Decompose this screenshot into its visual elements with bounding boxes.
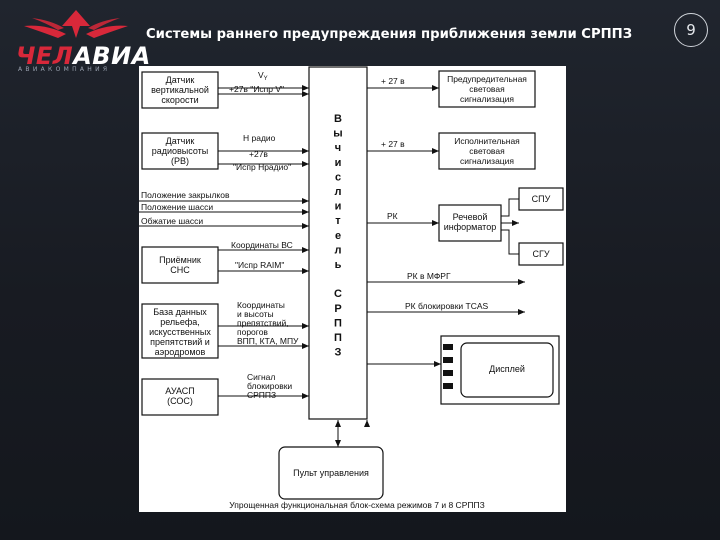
central-letter: и (335, 157, 342, 169)
bdr-label-2: рельефа, (160, 317, 200, 327)
display-frame (440, 335, 560, 405)
central-letter: С (334, 288, 342, 300)
bdr-label-4: препятствий и (150, 337, 210, 347)
signal-block-1: Сигнал (247, 372, 275, 382)
block-diagram-svg: Датчик вертикальной скорости Датчик ради… (139, 66, 564, 510)
company-logo: ЧЕЛАВИА АВИАКОМПАНИЯ (6, 4, 150, 73)
central-letter: и (335, 201, 342, 213)
signal-coords-3: препятствий, (237, 318, 289, 328)
signal-rk-mfpi: РК в МФРГ (407, 271, 451, 281)
signal-ispr-h: "Испр Нрадио" (233, 162, 291, 172)
warn-light-label-1: Предупредительная (447, 74, 527, 84)
logo-word-part1: ЧЕЛ (16, 42, 74, 70)
central-letter: т (335, 215, 341, 227)
wings-emblem-icon (24, 10, 128, 38)
central-letter: л (335, 244, 342, 256)
signal-rk-tcas: РК блокировки TCAS (405, 301, 489, 311)
signal-gear-compress: Обжатие шасси (141, 216, 203, 226)
warn-light-label-2: световая (469, 84, 505, 94)
bdr-label-5: аэродромов (155, 347, 206, 357)
block-diagram: Датчик вертикальной скорости Датчик ради… (139, 66, 566, 512)
warn-light-label-3: сигнализация (460, 94, 514, 104)
aual-label-2: (СОС) (167, 396, 193, 406)
sns-label-1: Приёмник (159, 255, 201, 265)
signal-coords-1: Координаты (237, 300, 285, 310)
rv-label-3: (РВ) (171, 156, 189, 166)
signal-gear: Положение шасси (141, 202, 213, 212)
sns-receiver-block (141, 246, 219, 284)
rv-label-1: Датчик (166, 136, 195, 146)
exec-light-label-3: сигнализация (460, 156, 514, 166)
vvs-label-1: Датчик (166, 75, 195, 85)
warning-light-block (438, 70, 536, 108)
exec-light-label-1: Исполнительная (454, 136, 520, 146)
terrain-db-block (141, 303, 219, 359)
aual-label-1: АУАСП (165, 386, 195, 396)
spu-label: СПУ (532, 194, 551, 204)
signal-block-3: СРППЗ (247, 390, 276, 400)
central-letter: П (334, 317, 342, 329)
page-number: 9 (674, 13, 708, 47)
central-letter: ы (333, 128, 342, 140)
control-panel-label: Пульт управления (293, 468, 369, 478)
signal-p27-mid: + 27 в (381, 139, 405, 149)
signal-p27-top: + 27 в (381, 76, 405, 86)
diagram-caption: Упрощенная функциональная блок-схема реж… (229, 500, 484, 510)
signal-rk: РК (387, 211, 398, 221)
signal-vy: VY (258, 70, 268, 82)
central-letter: л (335, 186, 342, 198)
signal-ispr-raim: "Испр RAIM" (235, 260, 284, 270)
central-letter: Р (334, 303, 341, 315)
central-letter: П (334, 332, 342, 344)
signal-plus27v: +27в (249, 149, 268, 159)
signal-ispr-vy: +27в "Испр V" (229, 84, 284, 94)
display-label: Дисплей (489, 364, 525, 374)
logo-wordmark: ЧЕЛАВИА (16, 42, 151, 70)
speech-label-1: Речевой (453, 212, 488, 222)
central-letter: ь (335, 259, 342, 271)
central-computer-block (308, 66, 368, 420)
signal-coords-5: ВПП, КТА, МПУ (237, 336, 299, 346)
vvs-label-2: вертикальной (151, 85, 209, 95)
display-screen (460, 342, 554, 398)
bdr-label-3: искусственных (149, 327, 211, 337)
speech-label-2: информатор (444, 222, 496, 232)
central-letter: В (334, 113, 342, 125)
vvs-label-3: скорости (161, 95, 198, 105)
central-letter: е (335, 230, 341, 242)
sns-label-2: СНС (170, 265, 190, 275)
slide-title: Системы раннего предупреждения приближен… (146, 27, 633, 42)
exec-light-label-2: световая (469, 146, 505, 156)
signal-coords-vs: Координаты ВС (231, 240, 293, 250)
bdr-label-1: База данных (153, 307, 207, 317)
signal-coords-2: и высоты (237, 309, 274, 319)
signal-flaps: Положение закрылков (141, 190, 230, 200)
central-letter: ч (335, 142, 341, 154)
central-letter: З (335, 347, 342, 359)
logo-word-part2: АВИА (73, 42, 151, 70)
aual-block (141, 378, 219, 416)
signal-block-2: блокировки (247, 381, 292, 391)
vvs-sensor-block (141, 71, 219, 109)
sgu-label: СГУ (532, 249, 549, 259)
signal-coords-4: порогов (237, 327, 268, 337)
central-letter: с (335, 171, 341, 183)
control-panel-block (278, 446, 384, 500)
signal-h-radio: H радио (243, 133, 276, 143)
logo-subtitle: АВИАКОМПАНИЯ (18, 66, 111, 73)
rv-label-2: радиовысоты (152, 146, 209, 156)
